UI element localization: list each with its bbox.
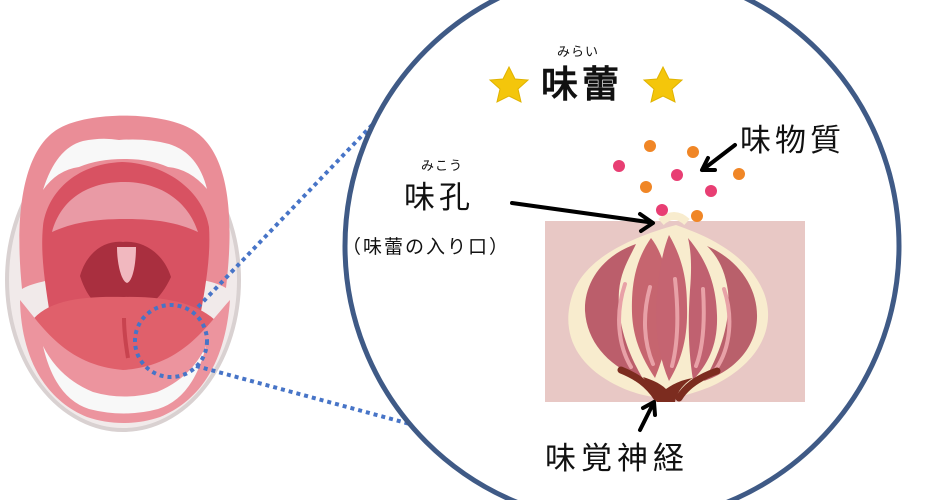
- taste-pore-arrow: [510, 201, 650, 224]
- uvula: [117, 247, 136, 283]
- star-left-icon: [488, 65, 530, 103]
- particle: [733, 168, 745, 180]
- gustatory-nerve-fibers: [617, 366, 721, 402]
- taste-pore-ruby: みこう: [421, 159, 464, 174]
- gustatory-nerve-arrowhead-icon: [641, 400, 657, 417]
- particle: [671, 169, 683, 181]
- gustatory-nerve-arrow: [638, 404, 654, 432]
- particle: [640, 181, 652, 193]
- taste-cell-inner-highlights: [617, 277, 732, 371]
- particle: [644, 140, 656, 152]
- particle: [705, 185, 717, 197]
- taste-substance-arrow: [703, 143, 737, 170]
- connector-line-lower: [195, 364, 422, 429]
- nerve-fiber-left: [617, 366, 661, 402]
- tongue-highlight-circle: [133, 303, 209, 379]
- palate: [52, 182, 198, 232]
- particle: [687, 146, 699, 158]
- taste-substance-label: 味物質: [740, 123, 845, 159]
- annotation-arrows: [510, 143, 737, 432]
- taste-pore-note: （味蕾の入り口）: [342, 236, 511, 258]
- taste-pore-arrowhead-icon: [638, 212, 655, 233]
- nerve-fiber-right: [675, 367, 721, 402]
- title-stars: [488, 65, 684, 103]
- particle: [691, 210, 703, 222]
- taste-substance-particles: [613, 140, 745, 222]
- taste-cell-1: [584, 244, 643, 379]
- open-mouth-illustration: [5, 115, 241, 432]
- gustatory-nerve-label: 味覚神経: [545, 441, 689, 477]
- taste-cell-3: [656, 235, 688, 381]
- taste-bud: [568, 212, 769, 399]
- taste-pore-label: 味孔: [404, 180, 474, 216]
- taste-substance-arrowhead-icon: [700, 156, 717, 172]
- tongue-midline: [122, 317, 130, 359]
- star-right-icon: [642, 65, 684, 103]
- diagram-title: 味蕾: [541, 63, 623, 106]
- upper-teeth: [43, 138, 207, 190]
- taste-pore-opening: [658, 212, 690, 226]
- lower-teeth: [43, 346, 206, 414]
- title-ruby: みらい: [557, 45, 600, 60]
- particle: [613, 160, 625, 172]
- magnify-connector: [133, 98, 422, 429]
- particle: [656, 204, 668, 216]
